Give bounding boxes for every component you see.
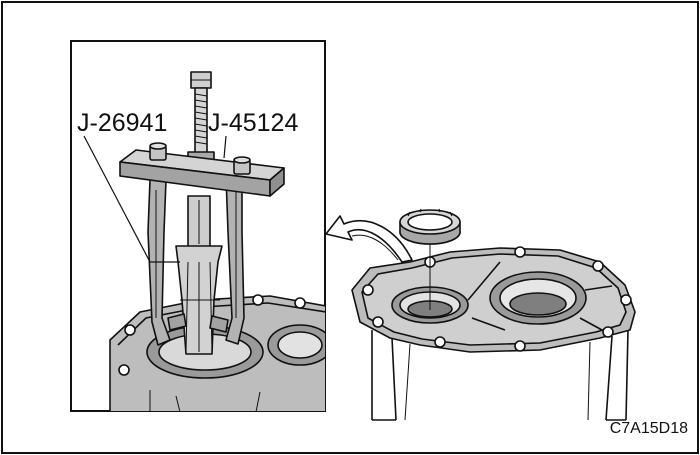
transmission-case [351,246,636,421]
leader-j26941 [83,135,180,263]
inset-case [109,294,325,411]
tool-inset: J-26941 J-45124 [70,40,326,412]
crossbar [119,142,285,197]
figure-code: C7A15D18 [610,420,688,437]
leader-j45124 [223,135,227,159]
curved-arrow [325,215,413,263]
callout-j26941: J-26941 [77,109,167,137]
bearing-race [399,208,461,245]
callout-j45124: J-45124 [208,109,298,137]
collet-tool [167,195,229,355]
